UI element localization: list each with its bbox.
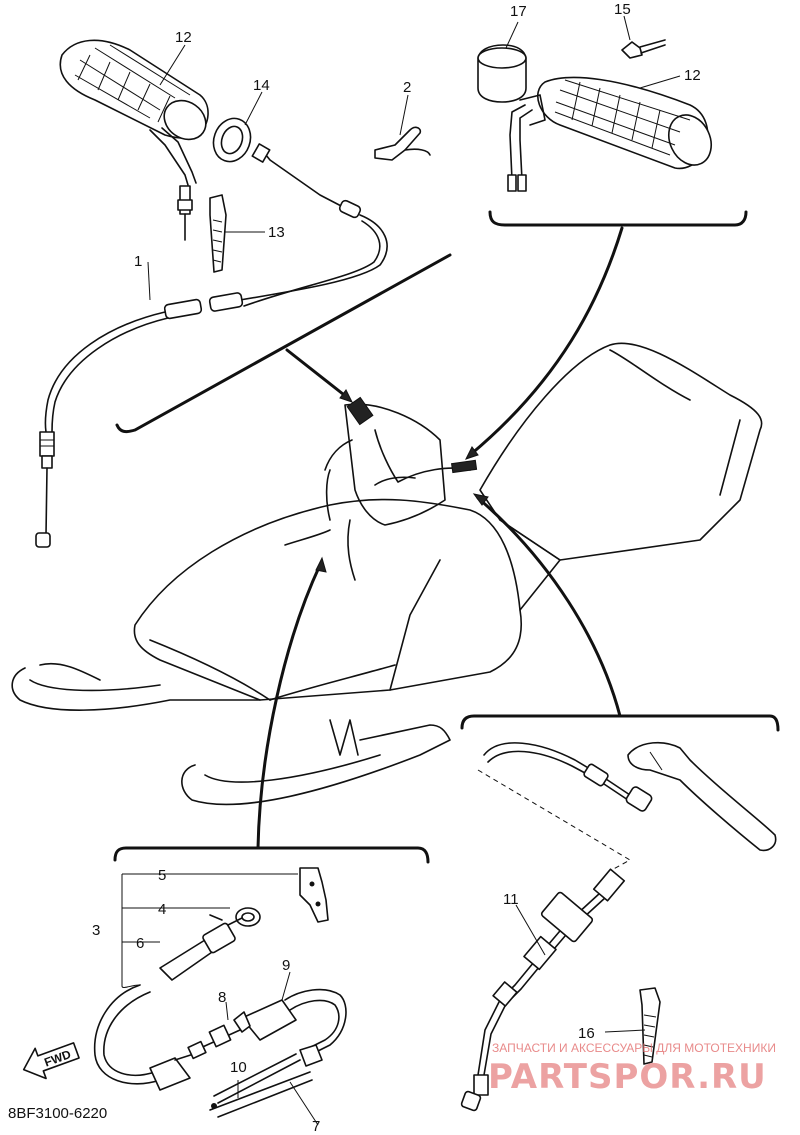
callout-labels: 12 14 2 1 13 17 15 12 5 4 3 6 9 8 10 7 1… [92, 1, 701, 1135]
forward-arrow-icon: FWD [22, 1042, 80, 1080]
callout-12-left: 12 [175, 29, 192, 46]
watermark-tagline: ЗАПЧАСТИ И АКСЕССУАРЫ ДЛЯ МОТОТЕХНИКИ [492, 1041, 776, 1055]
callout-5: 5 [158, 867, 166, 884]
callout-11: 11 [503, 891, 519, 908]
grip-12-right [507, 76, 712, 192]
callout-16: 16 [578, 1025, 595, 1042]
cable-11-upper [483, 742, 653, 812]
clip-2 [374, 126, 431, 161]
callout-10: 10 [230, 1059, 247, 1076]
bracket-5 [299, 867, 329, 923]
brake-lever-assembly [460, 741, 777, 1112]
left-grip-assembly [35, 39, 431, 548]
screw-15 [621, 39, 666, 59]
callout-6: 6 [136, 935, 144, 952]
callout-15: 15 [614, 1, 631, 18]
grip-12-left [59, 39, 209, 241]
diagram-code: 8BF3100-6220 [8, 1105, 107, 1122]
callout-14: 14 [253, 77, 270, 94]
callout-8: 8 [218, 989, 226, 1006]
adjuster-6 [159, 917, 243, 981]
callout-4: 4 [158, 901, 166, 918]
tube-10 [209, 1053, 313, 1118]
snowmobile-outline [11, 342, 763, 806]
watermark: ЗАПЧАСТИ И АКСЕССУАРЫ ДЛЯ МОТОТЕХНИКИ PA… [488, 1041, 776, 1097]
cable-3 [93, 984, 201, 1091]
watermark-site: PARTSPOR.RU [488, 1057, 767, 1097]
leader-lines [113, 210, 780, 873]
callout-3: 3 [92, 922, 100, 939]
callout-12-right: 12 [684, 67, 701, 84]
callout-7: 7 [312, 1118, 320, 1135]
callout-2: 2 [403, 79, 411, 96]
ring-14 [212, 117, 252, 163]
callout-13: 13 [268, 224, 285, 241]
cable-1 [35, 143, 388, 548]
throttle-assembly [93, 867, 347, 1126]
cable-11 [460, 868, 626, 1112]
callout-9: 9 [282, 957, 290, 974]
callout-17: 17 [510, 3, 527, 20]
collar-17 [477, 44, 527, 103]
tie-16 [639, 987, 661, 1065]
nut-4 [209, 907, 261, 927]
assembly-8 [187, 999, 297, 1060]
right-grip-assembly [477, 39, 712, 192]
cable-9 [284, 988, 347, 1067]
callout-leaders [147, 15, 681, 1033]
brake-lever [627, 741, 777, 852]
tie-13 [209, 194, 227, 273]
callout-1: 1 [134, 253, 142, 270]
